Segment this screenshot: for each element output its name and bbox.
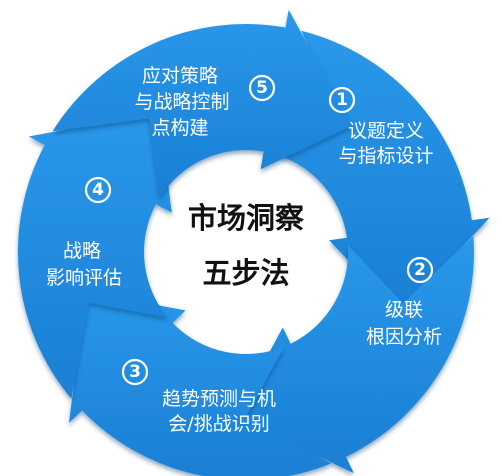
segment-group: [17, 9, 490, 476]
center-title: 市场洞察 五步法: [188, 201, 305, 290]
step-3-number: 3: [129, 362, 141, 382]
step-1-number-circle: [328, 86, 356, 114]
step-1-label-line1: 议题定义: [348, 120, 424, 142]
step-5-label-line3: 点构建: [151, 117, 208, 139]
step-5-number-circle: [248, 74, 276, 102]
step-3-number-circle: [121, 358, 149, 386]
step-1-number: 1: [336, 90, 348, 110]
step-2-label-line1: 级联: [385, 299, 423, 321]
step-1: 1 议题定义 与指标设计: [328, 86, 434, 167]
step-3-label-line2: 会/挑战识别: [168, 413, 269, 435]
step-1-label-line2: 与指标设计: [338, 145, 433, 167]
step-2-label-line2: 根因分析: [366, 326, 442, 348]
step-5-label-line2: 与战略控制: [134, 91, 229, 113]
step-3: 3 趋势预测与机 会/挑战识别: [121, 358, 276, 435]
step-1-arrow-segment: [270, 30, 490, 314]
step-2-number: 2: [414, 260, 426, 280]
step-4-label-line2: 影响评估: [46, 267, 122, 289]
step-3-label-line1: 趋势预测与机: [162, 388, 276, 410]
step-2-arrow-segment: [234, 236, 474, 474]
step-5-label-line1: 应对策略: [142, 65, 218, 87]
step-5-number: 5: [256, 78, 268, 98]
step-2: 2 级联 根因分析: [366, 256, 442, 348]
step-3-arrow-segment: [69, 291, 332, 476]
center-title-line2: 五步法: [202, 256, 289, 290]
step-4-number-circle: [84, 176, 112, 204]
step-4-label-line1: 战略: [63, 240, 101, 262]
step-4-arrow-segment: [17, 112, 172, 399]
center-title-line1: 市场洞察: [188, 201, 305, 235]
step-4: 4 战略 影响评估: [46, 176, 122, 289]
step-2-number-circle: [406, 256, 434, 284]
step-4-number: 4: [92, 180, 104, 200]
step-5: 5 应对策略 与战略控制 点构建: [134, 65, 276, 139]
step-5-arrow-segment: [52, 9, 353, 198]
